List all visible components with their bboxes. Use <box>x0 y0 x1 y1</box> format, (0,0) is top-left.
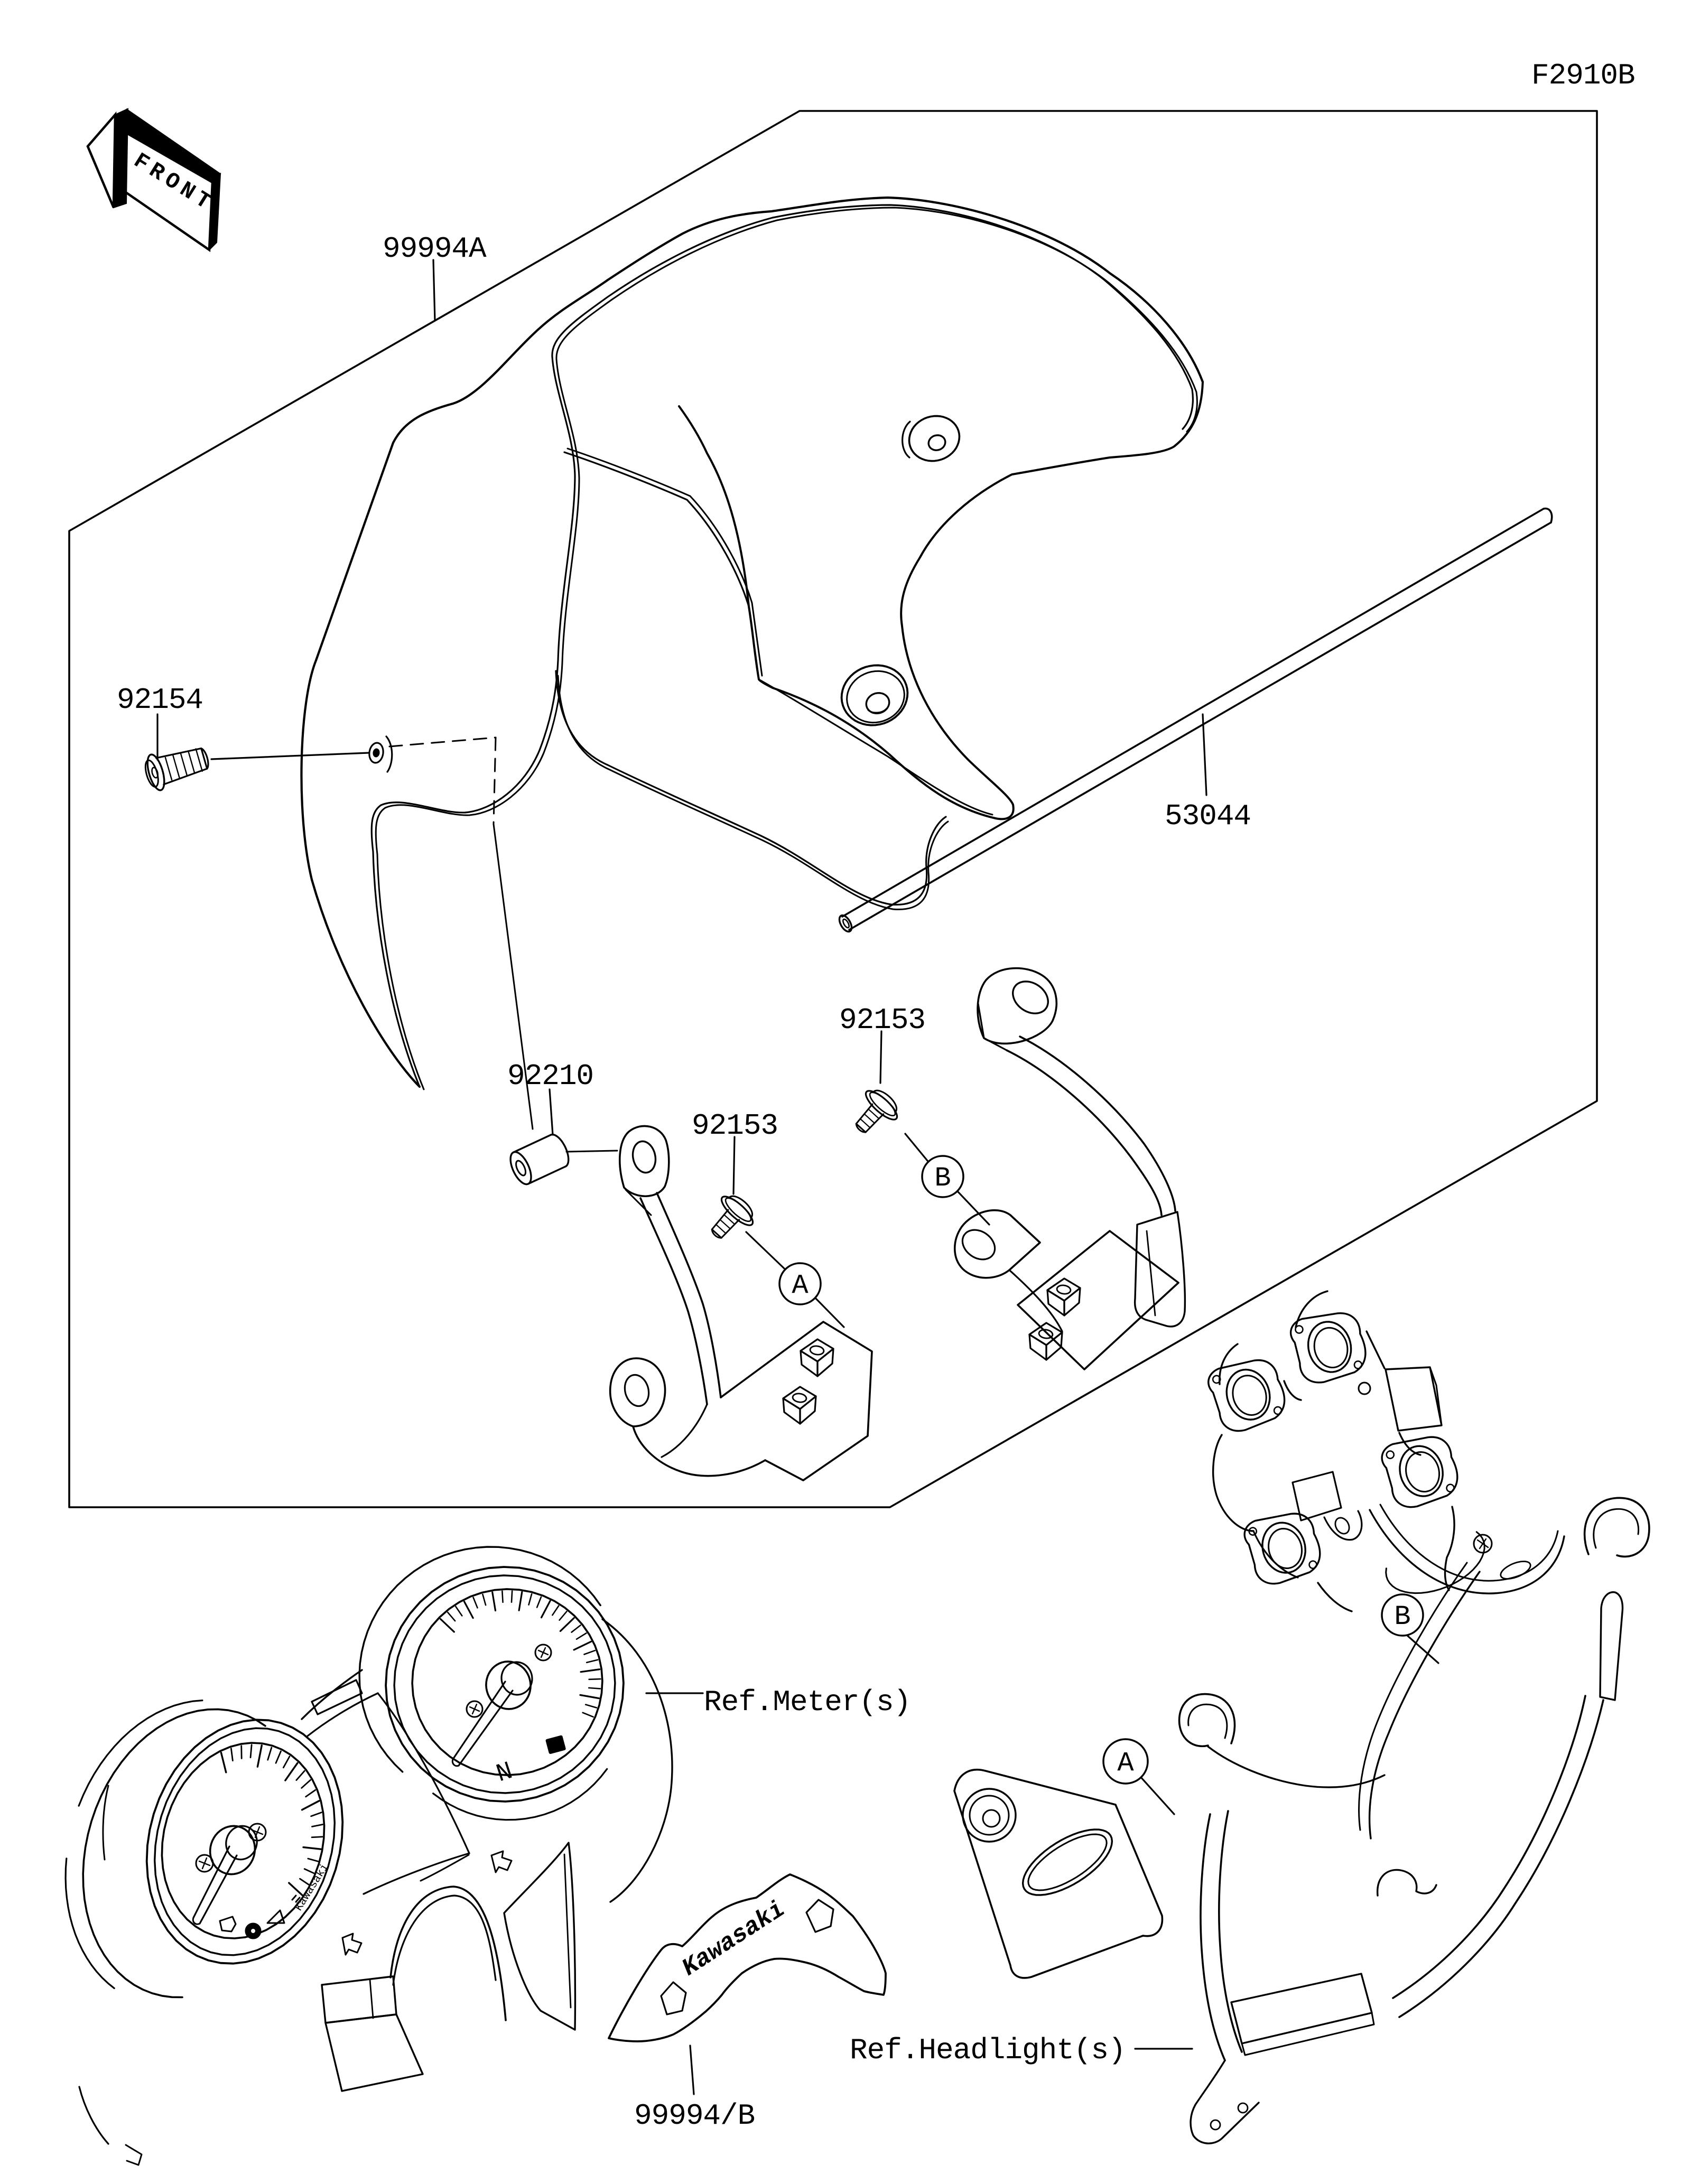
svg-text:B: B <box>934 1163 951 1194</box>
svg-text:F2910B: F2910B <box>1531 59 1635 92</box>
svg-text:A: A <box>792 1270 809 1301</box>
svg-text:B: B <box>1394 1601 1410 1632</box>
svg-text:99994A: 99994A <box>383 232 487 266</box>
svg-text:92154: 92154 <box>117 683 203 717</box>
svg-text:Ref.Headlight(s): Ref.Headlight(s) <box>850 2033 1126 2067</box>
svg-text:A: A <box>1117 1748 1134 1779</box>
svg-text:53044: 53044 <box>1165 799 1251 833</box>
svg-text:Ref.Meter(s): Ref.Meter(s) <box>704 1685 910 1719</box>
svg-text:99994/B: 99994/B <box>634 2099 755 2133</box>
svg-text:92153: 92153 <box>839 1003 925 1037</box>
svg-text:92210: 92210 <box>507 1059 593 1093</box>
